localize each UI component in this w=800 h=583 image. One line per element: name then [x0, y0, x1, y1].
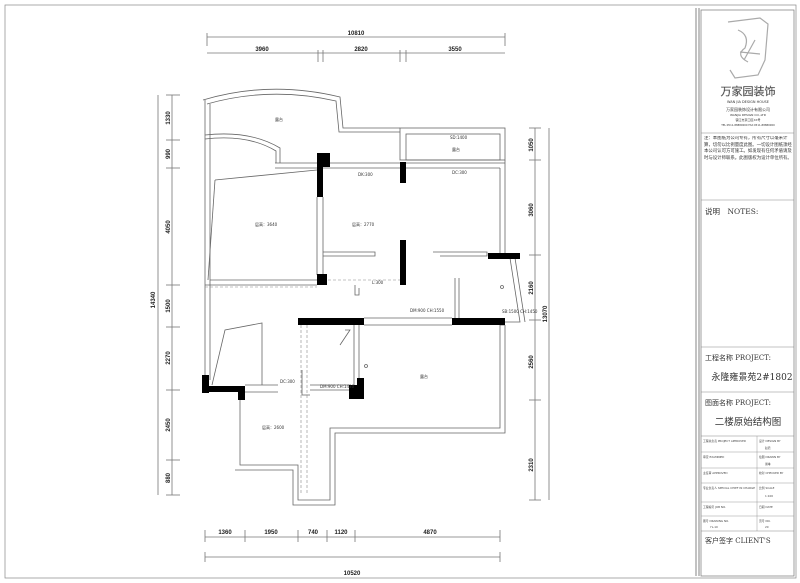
project-label: 工程名称 PROJECT: [705, 353, 771, 362]
dim-right-total: 13070 [543, 305, 549, 322]
title-block-frame [700, 9, 795, 577]
label-room-mid: 层高：2770 [352, 221, 375, 227]
company-name-cn: 万家园装饰 [721, 84, 776, 98]
dim-bottom-seg: 1950 [264, 530, 278, 536]
sheet-border [4, 4, 797, 579]
company-phone: TEL:0511-88880000 FAX:0511-88880000 [721, 123, 775, 127]
disclaimer-note: 注：本图纸为公司专有，所有尺寸以毫米计算，切勿以比例量度此图。一切设计图纸须经本… [704, 136, 792, 161]
label-room-left: 层高：3640 [255, 221, 278, 227]
approval-grid: 工程总负责 PROJECT APPROVED 设计 DESIGN BY 赵君 审… [701, 436, 794, 532]
dim-right-seg: 2310 [529, 458, 535, 472]
company-full: 万家园装饰设计有限公司 [726, 106, 770, 112]
dim-bottom-seg: 4870 [423, 530, 437, 536]
grid-cell: 工程总负责 PROJECT APPROVED [703, 439, 746, 443]
dim-left-seg: 2270 [166, 351, 172, 365]
client-signature-label: 客户签字 CLIENT'S [705, 536, 771, 545]
dim-bottom-seg: 740 [308, 530, 319, 536]
top-dimensions: 10810 3960 2820 3550 [206, 31, 506, 62]
grid-cell: 1:100 [765, 494, 773, 498]
title-block: 万家园装饰 WAN JIA DESIGN HOUSE 万家园装饰设计有限公司 W… [701, 17, 794, 545]
label-sd-top: SD:1400 [450, 135, 468, 140]
dim-top-total: 10810 [348, 31, 365, 37]
label-terrace: 露台 [420, 373, 428, 379]
grid-cell: 主任审 APPROVED [703, 471, 728, 475]
dim-right-seg: 2160 [529, 281, 535, 295]
dim-left-seg: 990 [166, 148, 172, 159]
dim-left-seg: 1500 [166, 299, 172, 313]
label-dk-top: DK:300 [358, 172, 373, 177]
drawing-label: 图面名称 PROJECT: [705, 398, 771, 407]
grid-cell: 绘图 DRAWN BY [759, 455, 781, 459]
label-door2: DM:900 CH:1430 [320, 384, 355, 389]
company-address: 镇江市京口区XX号 [735, 117, 760, 122]
label-balcony-top: 露台 [275, 116, 283, 122]
label-balcony-right: 露台 [452, 146, 460, 152]
dim-top-seg: 2820 [354, 47, 368, 53]
dim-right-seg: 2560 [529, 355, 535, 369]
grid-cell: 审定 EXAMINED [703, 455, 724, 459]
dim-left-seg: 4050 [166, 220, 172, 234]
dim-bottom-seg: 1360 [218, 530, 232, 536]
grid-cell: YL-10 [710, 525, 718, 529]
dim-left-seg: 1330 [166, 111, 172, 125]
dim-bottom-seg: 1120 [334, 530, 348, 536]
company-logo [727, 17, 769, 79]
dim-bottom-total: 10520 [344, 571, 361, 577]
company-sub: WANJIA DESIGN CO.,LTD [730, 113, 767, 117]
dim-top-seg: 3550 [448, 47, 462, 53]
grid-cell: 页号 NO. [759, 519, 771, 523]
walls [202, 88, 526, 506]
label-room-lower: 层高：2600 [262, 424, 285, 430]
project-name: 永隆雍景苑2#1802 [711, 371, 792, 383]
notes-label: 说明 NOTES: [705, 206, 758, 216]
label-dk-right: DC:300 [452, 170, 467, 175]
grid-cell: 赵君 [765, 446, 771, 450]
grid-cell: 日期 DATE [759, 505, 773, 509]
dim-left-total: 14340 [151, 291, 157, 308]
bottom-dimensions: 1360 1950 740 1120 4870 10520 [204, 530, 501, 577]
grid-cell: 图号 DRAWING NO. [703, 519, 729, 523]
grid-cell: 工程编号 JOB NO. [703, 505, 726, 509]
left-dimensions: 14340 1330 990 4050 1500 2270 2450 880 [151, 94, 180, 496]
structural-columns [202, 153, 520, 400]
grid-cell: 专业负责人 SPECIAL CHIEF IN CHARGE [703, 486, 755, 490]
dim-top-seg: 3960 [255, 47, 269, 53]
company-name-en: WAN JIA DESIGN HOUSE [727, 100, 769, 104]
room-labels: 露台 SD:1400 露台 DK:300 DC:300 层高：3640 层高：2… [255, 116, 538, 430]
grid-cell: 20 [765, 525, 769, 529]
dim-left-seg: 2450 [166, 418, 172, 432]
grid-cell: 谢琳 [765, 462, 771, 466]
drawing-name: 二楼原始结构图 [715, 416, 782, 428]
label-door3: SB:1500 CH:1450 [502, 309, 538, 314]
right-dimensions: 1050 3060 2160 2560 2310 13070 [529, 127, 550, 501]
grid-cell: 校对 CHECKED BY [759, 471, 784, 475]
grid-cell: 设计 DESIGN BY [759, 439, 781, 443]
dim-left-seg: 880 [166, 472, 172, 483]
label-door1: DM:900 CH:1550 [410, 308, 445, 313]
dim-right-seg: 3060 [529, 203, 535, 217]
label-dk-lower: DC:300 [280, 379, 295, 384]
dim-right-seg: 1050 [529, 138, 535, 152]
grid-cell: 比例 SCALE [759, 486, 775, 490]
label-beam: L:300 [372, 280, 384, 285]
